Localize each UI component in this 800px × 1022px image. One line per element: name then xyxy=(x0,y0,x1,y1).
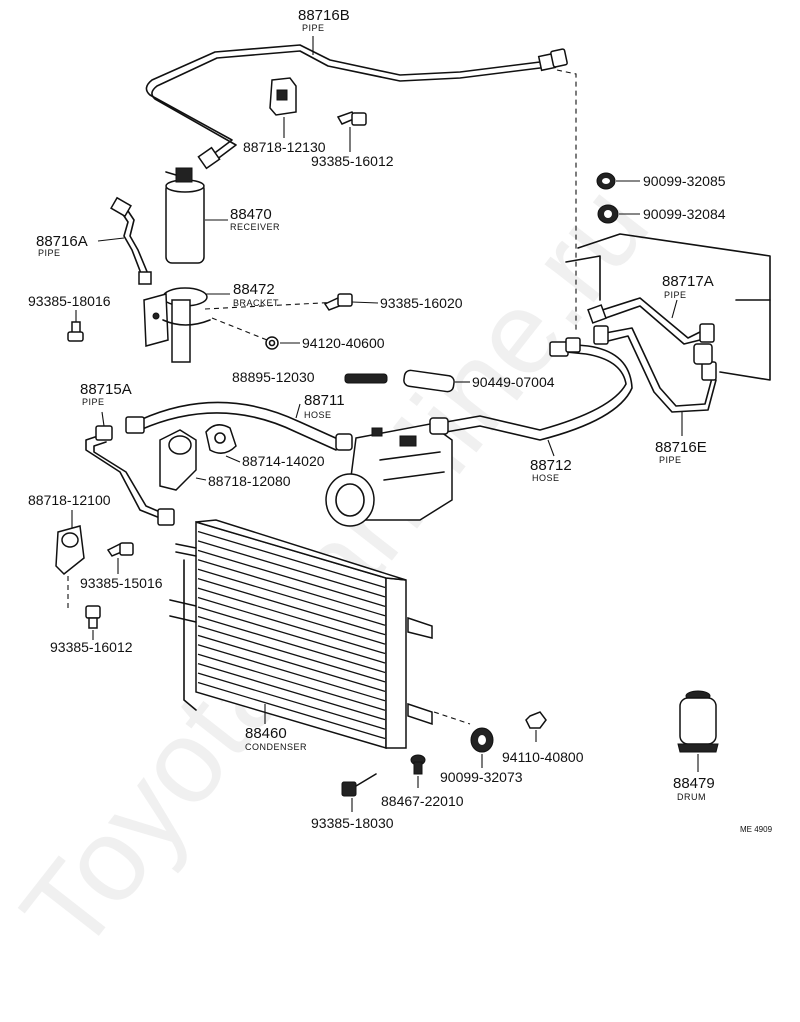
condenser-fin-line xyxy=(197,672,386,730)
clamp-88718-12080 xyxy=(159,429,197,491)
condenser-fin-line xyxy=(197,644,386,702)
condenser-fin-line xyxy=(197,653,386,711)
bolt-93385-16012-top xyxy=(336,111,367,126)
label-88717a-number: 88717A xyxy=(662,273,714,290)
label-88712-name: HOSE xyxy=(532,473,560,483)
label-88716e-name: PIPE xyxy=(659,455,682,465)
label-90099-32084: 90099-32084 xyxy=(643,206,726,222)
grommet-90099-32084 xyxy=(597,204,619,224)
spring-88895-12030 xyxy=(344,373,388,384)
label-88711-number: 88711 xyxy=(304,392,345,409)
tube-90449-07004 xyxy=(403,369,455,393)
bracket-88472 xyxy=(143,287,211,363)
label-88470-name: RECEIVER xyxy=(230,222,280,232)
clamp-88718-12130 xyxy=(269,77,297,116)
label-90449-07004: 90449-07004 xyxy=(472,374,555,390)
pipe-88716e xyxy=(593,325,717,413)
label-93385-18030: 93385-18030 xyxy=(311,815,394,831)
label-88717a-name: PIPE xyxy=(664,290,687,300)
label-88716a-number: 88716A xyxy=(36,233,88,250)
condenser-fin-line xyxy=(197,540,386,598)
nut-94110-40800 xyxy=(525,711,547,729)
label-88712-number: 88712 xyxy=(530,457,572,474)
label-88479-number: 88479 xyxy=(673,775,715,792)
condenser-fin-line xyxy=(197,634,386,692)
label-90099-32085: 90099-32085 xyxy=(643,173,726,189)
condenser-fin-line xyxy=(197,587,386,645)
compressor xyxy=(325,423,453,527)
label-88716b-name: PIPE xyxy=(302,23,325,33)
label-88479-name: DRUM xyxy=(677,792,706,802)
bolt-88467-22010 xyxy=(410,754,426,775)
bolt-93385-18030 xyxy=(341,773,377,797)
condenser-fin-line xyxy=(197,530,386,589)
label-90099-32073: 90099-32073 xyxy=(440,769,523,785)
bolt-93385-15016 xyxy=(106,542,134,557)
condenser-fin-line xyxy=(197,559,386,617)
pipe-88716b xyxy=(145,44,568,170)
grommet-90099-32085 xyxy=(596,172,616,190)
label-88460-number: 88460 xyxy=(245,725,287,742)
condenser-88460 xyxy=(169,519,433,750)
condenser-fin-line xyxy=(197,568,386,626)
condenser-fin-line xyxy=(197,625,386,683)
label-88472-number: 88472 xyxy=(233,281,275,298)
label-93385-15016: 93385-15016 xyxy=(80,575,163,591)
label-88711-name: HOSE xyxy=(304,410,332,420)
label-93385-16012-bottom: 93385-16012 xyxy=(50,639,133,655)
label-94120-40600: 94120-40600 xyxy=(302,335,385,351)
label-88718-12100: 88718-12100 xyxy=(28,492,111,508)
clamp-88718-12100 xyxy=(55,525,85,576)
condenser-fin-line xyxy=(197,606,386,664)
condenser-fins xyxy=(197,530,386,740)
condenser-fin-line xyxy=(197,615,386,674)
condenser-fin-line xyxy=(197,549,386,607)
label-88714-14020: 88714-14020 xyxy=(242,453,325,469)
condenser-fin-line xyxy=(197,596,386,655)
label-93385-16012-top: 93385-16012 xyxy=(311,153,394,169)
grommet-90099-32073 xyxy=(470,727,494,753)
grommet-88714-14020 xyxy=(205,424,237,454)
label-88718-12130: 88718-12130 xyxy=(243,139,326,155)
evaporator-housing xyxy=(565,233,771,381)
pipe-88716a xyxy=(110,196,152,285)
figure-code: ME 4909 xyxy=(740,825,773,834)
condenser-fin-line xyxy=(197,578,386,636)
label-88718-12080: 88718-12080 xyxy=(208,473,291,489)
nut-94120-40600 xyxy=(265,336,279,350)
label-93385-16020: 93385-16020 xyxy=(380,295,463,311)
hose-88711 xyxy=(125,401,353,451)
label-88716e-number: 88716E xyxy=(655,439,707,456)
label-88460-name: CONDENSER xyxy=(245,742,307,752)
receiver-88470 xyxy=(165,167,205,264)
bolt-93385-18016 xyxy=(67,321,84,342)
bolt-93385-16020 xyxy=(323,293,353,311)
drum-88479 xyxy=(677,690,719,753)
label-88716a-name: PIPE xyxy=(38,248,61,258)
label-88715a-name: PIPE xyxy=(82,397,105,407)
label-94110-40800: 94110-40800 xyxy=(502,749,584,765)
bolt-93385-16012-bottom xyxy=(85,605,101,629)
label-88470-number: 88470 xyxy=(230,206,272,223)
label-88895-12030: 88895-12030 xyxy=(232,369,315,385)
label-88716b-number: 88716B xyxy=(298,7,350,24)
label-93385-18016: 93385-18016 xyxy=(28,293,111,309)
hose-88712 xyxy=(429,337,633,441)
label-88467-22010: 88467-22010 xyxy=(381,793,464,809)
condenser-fin-line xyxy=(197,681,386,740)
label-88472-name: BRACKET xyxy=(233,298,279,308)
label-88715a-number: 88715A xyxy=(80,381,132,398)
pipe-88715a xyxy=(85,425,175,526)
pipe-88717a xyxy=(587,297,715,345)
condenser-fin-line xyxy=(197,663,386,721)
